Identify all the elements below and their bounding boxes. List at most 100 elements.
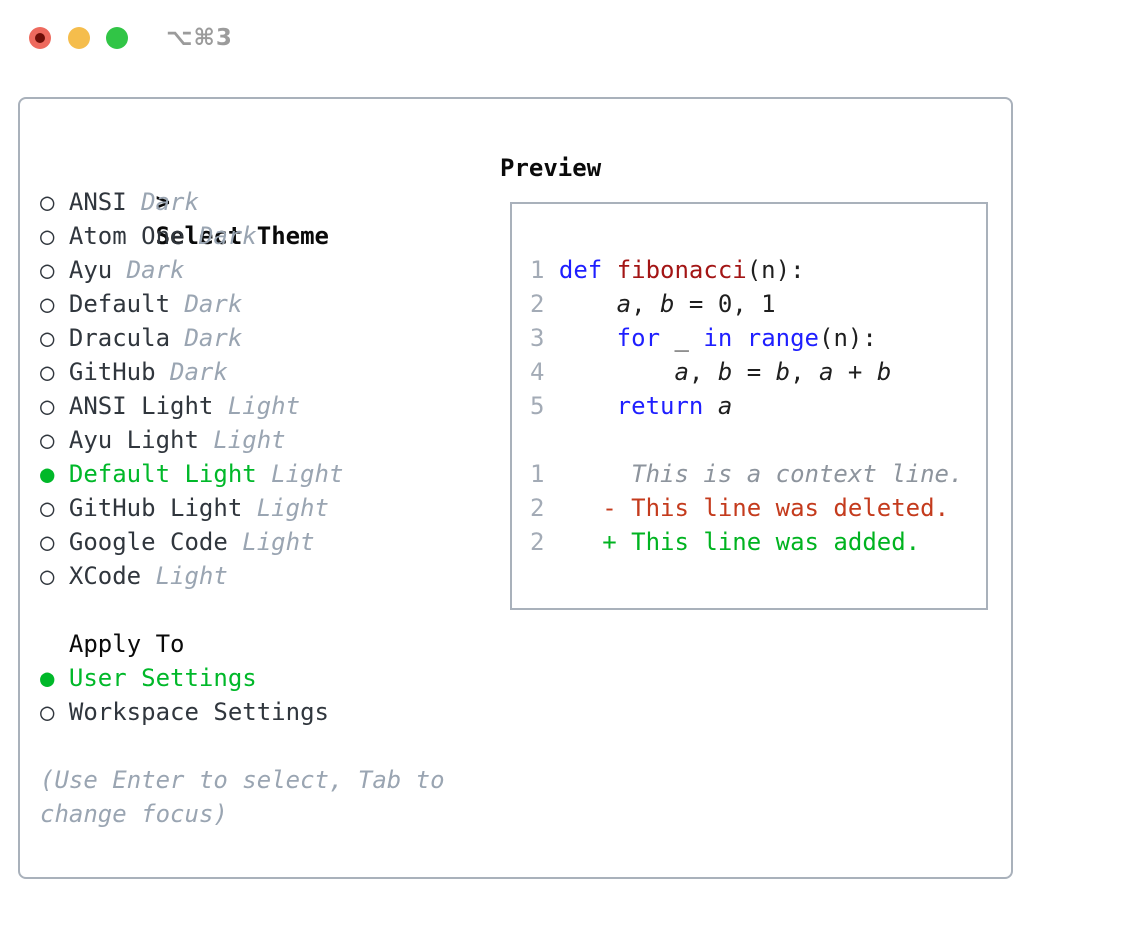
token-var: a (819, 358, 834, 386)
preview-line: 1 This is a context line. (530, 457, 986, 491)
theme-name: GitHub Light (68, 494, 243, 522)
select-theme-header: > Select Theme (40, 151, 445, 250)
radio-icon: ○ (40, 494, 55, 522)
line-number: 5 (530, 392, 545, 420)
theme-name: ANSI (68, 188, 127, 216)
token-var: b (717, 358, 733, 386)
radio-icon: ○ (40, 562, 55, 590)
token-var: a (674, 358, 689, 386)
theme-name: Ayu (68, 256, 113, 284)
token-plain (703, 392, 717, 420)
apply-option-user-settings[interactable]: ●User Settings (40, 661, 445, 695)
preview-line: 4 a, b = b, a + b (530, 355, 986, 389)
theme-option-dracula[interactable]: ○ Dracula Dark (40, 321, 445, 355)
radio-icon: ○ (40, 256, 55, 284)
line-number: 1 (530, 256, 545, 284)
help-text-line-2: change focus) (40, 800, 228, 828)
maximize-button[interactable] (106, 27, 128, 49)
token-kw: in (703, 324, 733, 352)
token-kw: range (746, 324, 819, 352)
select-theme-title: Select Theme (155, 222, 329, 250)
window-shortcut-label: ⌥⌘3 (166, 25, 233, 51)
line-number: 4 (530, 358, 545, 386)
line-number: 3 (530, 324, 545, 352)
theme-variant-label: Light (213, 426, 286, 454)
theme-option-ayu-light[interactable]: ○ Ayu Light Light (40, 423, 445, 457)
theme-name: Ayu Light (68, 426, 199, 454)
minimize-button[interactable] (68, 27, 90, 49)
theme-variant-label: Dark (170, 358, 228, 386)
apply-to-header: Apply To (68, 630, 185, 658)
theme-name: Dracula (68, 324, 171, 352)
token-var: b (775, 358, 791, 386)
token-var: a (616, 290, 632, 318)
token-plain (559, 324, 617, 352)
token-plain: (n): (746, 256, 805, 284)
theme-name: Google Code (68, 528, 228, 556)
token-ctx: This is a context line. (631, 460, 964, 488)
theme-variant-label: Dark (141, 188, 199, 216)
theme-name: GitHub (68, 358, 156, 386)
radio-icon: ○ (40, 392, 55, 420)
close-button[interactable] (29, 27, 51, 49)
radio-icon: ● (40, 460, 55, 488)
token-plain (559, 358, 675, 386)
token-plain (559, 392, 617, 420)
token-kw: return (616, 392, 704, 420)
line-number (530, 423, 544, 457)
token-kw: for (616, 324, 661, 352)
token-var: a (717, 392, 733, 420)
preview-line: 2 - This line was deleted. (530, 491, 986, 525)
theme-name: Default Light (68, 460, 257, 488)
radio-icon: ● (40, 664, 55, 692)
preview-line: 2 + This line was added. (530, 525, 986, 559)
theme-option-ansi[interactable]: ○ ANSI Dark (40, 185, 445, 219)
theme-variant-label: Light (271, 460, 344, 488)
theme-name: XCode (68, 562, 142, 590)
theme-option-default-light[interactable]: ● Default Light Light (40, 457, 445, 491)
line-number: 1 (530, 460, 545, 488)
token-plain (559, 460, 631, 488)
apply-option-workspace-settings[interactable]: ○ Workspace Settings (40, 695, 445, 729)
token-plain: , (790, 358, 819, 386)
token-plain (559, 494, 602, 522)
radio-icon: ○ (40, 528, 55, 556)
token-kw: def (558, 256, 603, 284)
line-number: 2 (530, 528, 545, 556)
token-plain (559, 290, 617, 318)
token-plain: , (631, 290, 661, 318)
token-plain: (n): (819, 324, 877, 352)
theme-option-ansi-light[interactable]: ○ ANSI Light Light (40, 389, 445, 423)
theme-variant-label: Light (227, 392, 301, 420)
token-plain (602, 256, 616, 284)
theme-name: Default (68, 290, 171, 318)
theme-variant-label: Dark (184, 324, 243, 352)
token-fn: fibonacci (616, 256, 747, 284)
radio-icon: ○ (40, 188, 55, 216)
focus-caret-icon: > (155, 188, 171, 216)
radio-icon: ○ (40, 698, 55, 726)
radio-icon: ○ (40, 222, 55, 250)
radio-icon: ○ (40, 426, 55, 454)
preview-line (530, 423, 986, 457)
token-plain: _ (660, 324, 704, 352)
radio-icon: ○ (40, 324, 55, 352)
spacer-line (40, 593, 445, 627)
theme-name: Atom One (68, 222, 185, 250)
apply-option-label: Workspace Settings (68, 698, 329, 726)
theme-variant-label: Dark (184, 290, 243, 318)
theme-name: ANSI Light (68, 392, 214, 420)
line-number: 2 (530, 494, 545, 522)
